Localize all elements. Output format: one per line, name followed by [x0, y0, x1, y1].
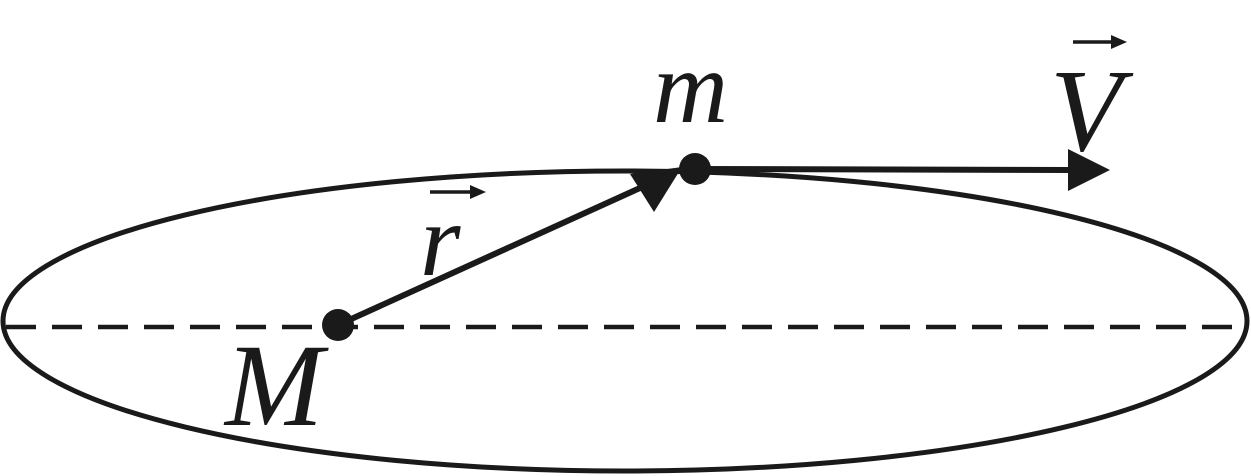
- position-vector-overarrow-head-icon: [470, 185, 486, 199]
- central-mass-label: M: [223, 320, 329, 451]
- position-vector-arrowhead: [630, 167, 682, 212]
- central-mass-dot: [322, 309, 354, 341]
- orbit-ellipse: [0, 168, 1250, 474]
- velocity-vector-arrowhead: [1068, 149, 1110, 191]
- position-vector-shaft: [336, 185, 642, 328]
- velocity-vector-shaft: [694, 166, 1071, 173]
- velocity-vector-overarrow-head-icon: [1111, 35, 1127, 49]
- orbiting-mass-dot: [679, 153, 711, 185]
- position-vector-label: r: [420, 183, 461, 298]
- orbiting-mass-label: m: [653, 30, 728, 145]
- velocity-vector-label: V: [1050, 45, 1134, 176]
